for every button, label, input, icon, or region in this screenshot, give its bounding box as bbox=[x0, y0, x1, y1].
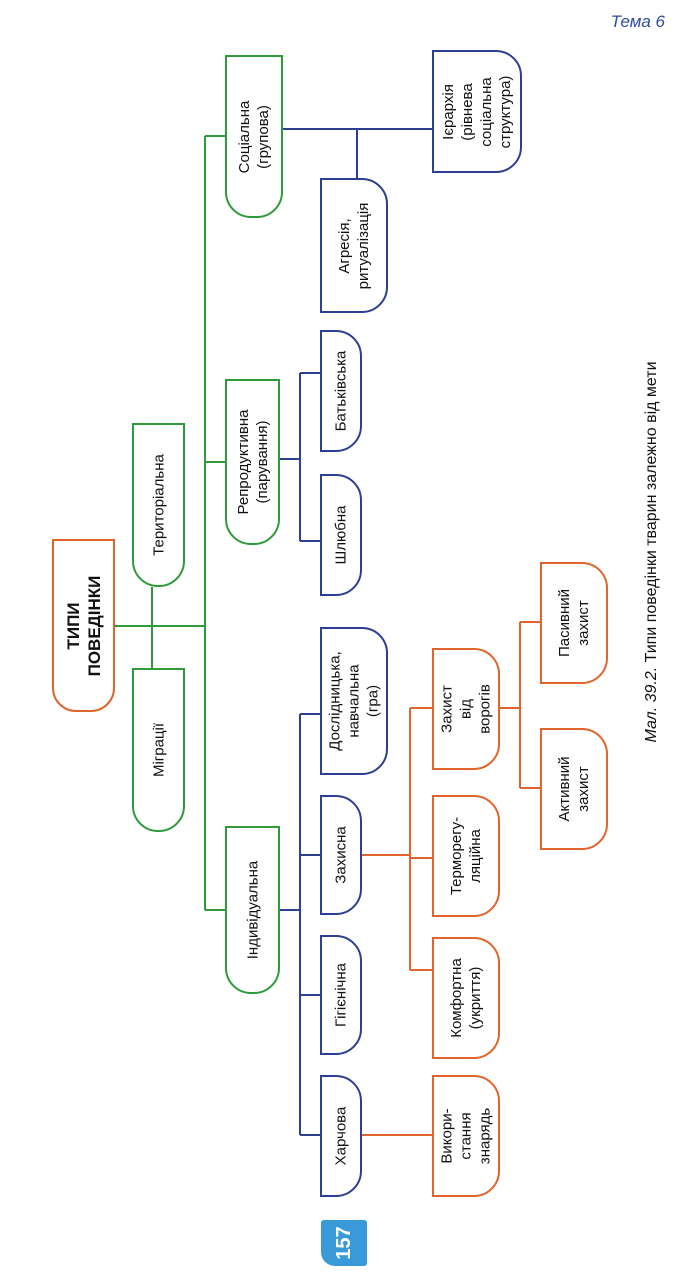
individual-label: Індивідуальна bbox=[244, 860, 261, 960]
comfort-box: Комфортна (укриття) bbox=[432, 937, 500, 1059]
territorial-box: Територіальна bbox=[132, 423, 185, 587]
feeding-box: Харчова bbox=[320, 1075, 362, 1197]
aggression-label: Агресія, ритуалізація bbox=[336, 202, 372, 289]
caption-text: Типи поведінки тварин залежно від мети bbox=[643, 361, 660, 663]
passive-defense-label: Пасивний захист bbox=[556, 588, 592, 658]
active-defense-box: Активний захист bbox=[540, 728, 608, 850]
comfort-label: Комфортна (укриття) bbox=[448, 958, 484, 1038]
territorial-label: Територіальна bbox=[150, 454, 167, 556]
protective-box: Захисна bbox=[320, 795, 362, 915]
hierarchy-label: Ієрархія (рівнева соціальна структура) bbox=[440, 75, 514, 148]
page-number-badge: 157 bbox=[321, 1220, 367, 1266]
mating-label: Шлюбна bbox=[332, 505, 350, 565]
thermo-box: Терморегу- ляційна bbox=[432, 795, 500, 917]
hygienic-label: Гігієнічна bbox=[332, 963, 350, 1027]
caption-prefix: Мал. 39.2. bbox=[643, 666, 660, 743]
protective-label: Захисна bbox=[332, 826, 350, 884]
parental-label: Батьківська bbox=[332, 350, 350, 432]
aggression-box: Агресія, ритуалізація bbox=[320, 178, 388, 313]
migration-box: Міграції bbox=[132, 668, 185, 832]
exploratory-label: Дослідницька, навчальна (гра) bbox=[326, 651, 382, 751]
active-defense-label: Активний захист bbox=[556, 756, 592, 822]
migration-label: Міграції bbox=[150, 722, 167, 778]
tools-label: Викори- стання знарядь bbox=[438, 1107, 494, 1165]
individual-box: Індивідуальна bbox=[225, 826, 280, 994]
enemies-label: Захист від ворогів bbox=[438, 684, 494, 734]
enemies-box: Захист від ворогів bbox=[432, 648, 500, 770]
reproductive-label: Репродуктивна (парування) bbox=[234, 409, 271, 515]
exploratory-box: Дослідницька, навчальна (гра) bbox=[320, 627, 388, 775]
tools-box: Викори- стання знарядь bbox=[432, 1075, 500, 1197]
feeding-label: Харчова bbox=[332, 1106, 350, 1166]
reproductive-box: Репродуктивна (парування) bbox=[225, 379, 280, 545]
hierarchy-box: Ієрархія (рівнева соціальна структура) bbox=[432, 50, 522, 173]
passive-defense-box: Пасивний захист bbox=[540, 562, 608, 684]
hygienic-box: Гігієнічна bbox=[320, 935, 362, 1055]
parental-box: Батьківська bbox=[320, 330, 362, 452]
social-label: Соціальна (групова) bbox=[236, 100, 272, 173]
page-number: 157 bbox=[332, 1226, 355, 1260]
mating-box: Шлюбна bbox=[320, 474, 362, 596]
root-box: ТИПИ ПОВЕДІНКИ bbox=[52, 539, 115, 712]
theme-label: Тема 6 bbox=[610, 12, 665, 31]
root-label: ТИПИ ПОВЕДІНКИ bbox=[63, 575, 104, 676]
thermo-label: Терморегу- ляційна bbox=[448, 816, 484, 896]
social-box: Соціальна (групова) bbox=[225, 55, 283, 218]
